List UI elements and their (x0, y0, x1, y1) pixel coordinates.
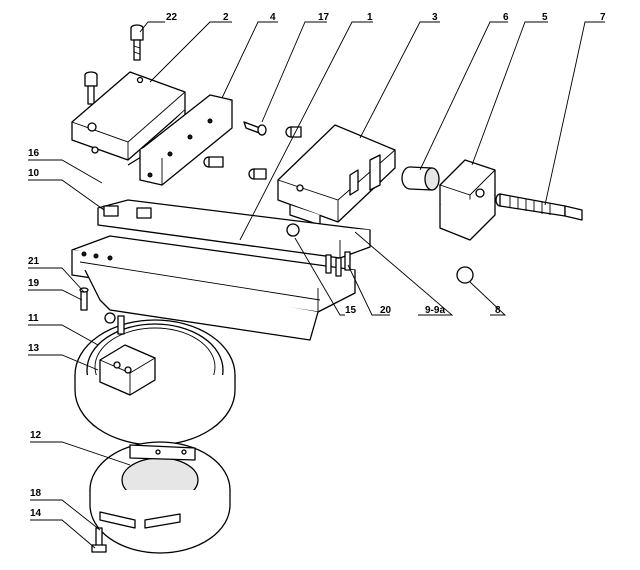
callout-13: 13 (28, 343, 40, 354)
leader-lines (28, 21, 605, 549)
nut-6 (401, 166, 440, 191)
callout-20: 20 (380, 305, 392, 316)
callout-10: 10 (28, 168, 40, 179)
rail-4 (139, 94, 233, 186)
callout-9-9a: 9-9a (425, 305, 445, 316)
callout-5: 5 (542, 12, 548, 23)
callout-7: 7 (600, 12, 606, 23)
callout-2: 2 (223, 12, 229, 23)
callout-18: 18 (30, 488, 42, 499)
bracket-5 (439, 159, 496, 241)
callout-12: 12 (30, 430, 42, 441)
callout-8: 8 (495, 305, 501, 316)
callout-labels: 22 2 4 17 1 3 6 5 7 16 10 21 19 11 13 15… (28, 12, 606, 519)
screw-mid2 (248, 168, 267, 180)
callout-3: 3 (432, 12, 438, 23)
pins-15-20 (286, 223, 351, 277)
jaw-3 (277, 124, 396, 226)
pin-14-18 (91, 527, 107, 553)
callout-16: 16 (28, 148, 40, 159)
callout-17: 17 (318, 12, 330, 23)
block-13 (99, 344, 156, 396)
base-body (71, 235, 356, 341)
ring-12 (89, 441, 231, 554)
callout-15: 15 (345, 305, 357, 316)
callout-21: 21 (28, 256, 40, 267)
leadscrew-7 (495, 193, 583, 221)
callout-19: 19 (28, 278, 40, 289)
screw-17b (285, 126, 302, 138)
callout-6: 6 (503, 12, 509, 23)
ball-8 (456, 266, 474, 284)
callout-4: 4 (270, 12, 276, 23)
screw-left (84, 71, 98, 105)
ring-11 (74, 319, 236, 446)
callout-22: 22 (166, 12, 178, 23)
callout-14: 14 (30, 508, 42, 519)
callout-11: 11 (28, 313, 39, 324)
screw-17 (243, 121, 267, 136)
slide-10 (97, 199, 371, 259)
screw-mid (203, 156, 224, 168)
callout-1: 1 (367, 12, 373, 23)
